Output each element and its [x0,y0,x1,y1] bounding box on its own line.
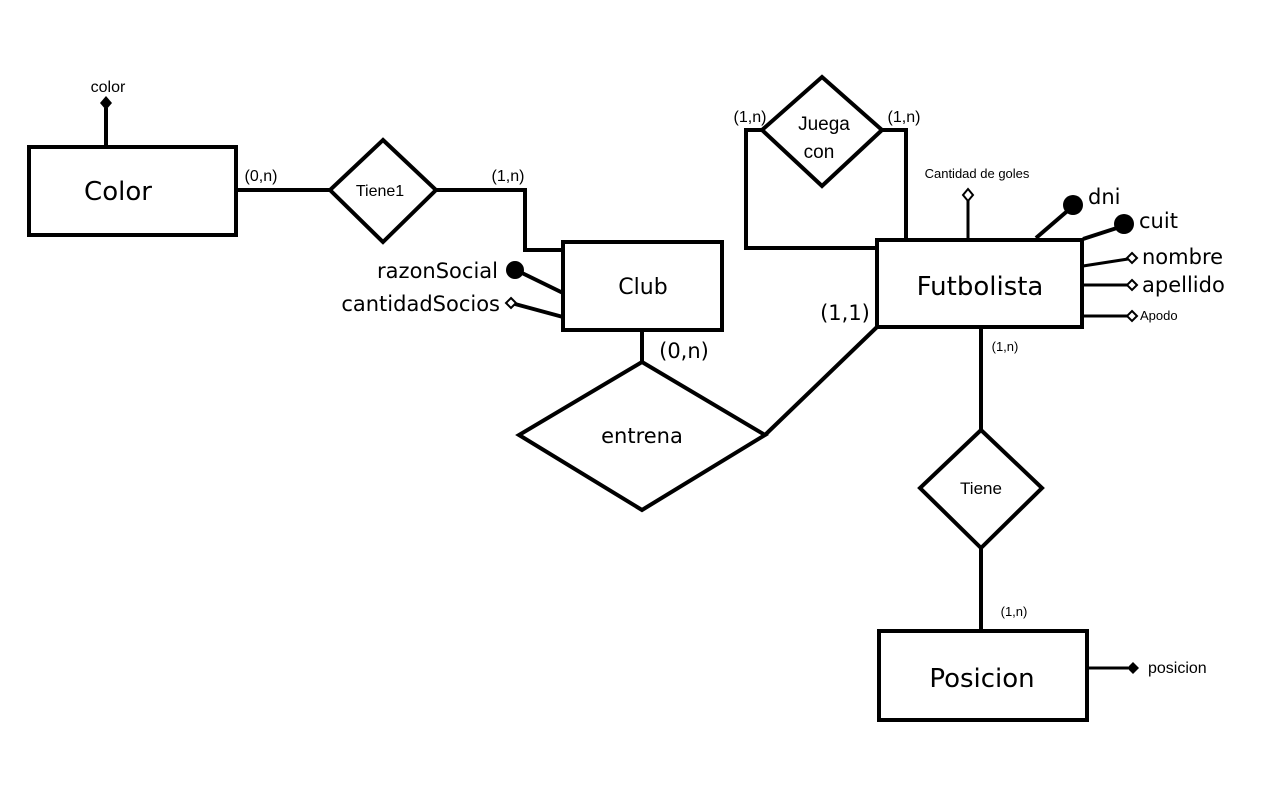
relationship-entrena-label: entrena [601,424,683,448]
card-posicion-tiene: (1,n) [1001,604,1028,619]
attr-color-label: color [91,79,126,96]
entity-posicion-label: Posicion [929,664,1034,694]
relationship-entrena[interactable]: entrena [515,359,769,513]
attr-goles-label: Cantidad de goles [925,166,1030,181]
relationship-tiene-label: Tiene [960,479,1002,498]
attr-posicion-label: posicion [1148,660,1207,677]
entity-futbolista-label: Futbolista [917,272,1044,302]
nombre-marker [1125,251,1139,265]
goles-marker [961,187,975,203]
entrena-futbolista-line [763,325,879,437]
entity-color[interactable]: Color [27,145,238,237]
cantidadsocios-line [514,302,564,319]
entity-posicion[interactable]: Posicion [877,629,1089,722]
relationship-juega-con-label-2: con [804,142,835,163]
apodo-marker [1125,309,1139,323]
entity-futbolista[interactable]: Futbolista [875,238,1084,329]
relationship-juega-con[interactable]: Juega con [759,74,885,189]
dni-key-marker [1063,195,1083,215]
apellido-marker [1125,278,1139,292]
card-color-tiene1: (0,n) [245,168,278,185]
attr-cantidadsocios-label: cantidadSocios [341,292,500,316]
attr-apodo-label: Apodo [1140,308,1178,323]
attr-razonsocial-label: razonSocial [377,259,498,283]
card-futbolista-tiene: (1,n) [992,339,1019,354]
attr-dni-label: dni [1088,185,1120,209]
juega-right-line [882,128,908,240]
cuit-key-marker [1114,214,1134,234]
card-club-entrena: (0,n) [659,339,709,363]
relationship-juega-con-label-1: Juega [798,114,850,135]
dni-line [1034,205,1074,240]
posicion-key-marker [1127,662,1139,674]
attr-cuit-label: cuit [1139,209,1178,233]
entity-club[interactable]: Club [561,240,724,332]
attr-apellido-label: apellido [1142,273,1225,297]
relationship-tiene1[interactable]: Tiene1 [327,137,439,245]
entity-club-label: Club [618,275,667,300]
card-futbolista-entrena: (1,1) [820,301,870,325]
attr-nombre-label: nombre [1142,245,1223,269]
tiene1-club-line [436,188,565,252]
card-juega-left: (1,n) [734,109,767,126]
cantidadsocios-marker [504,296,518,310]
relationship-tiene1-label: Tiene1 [356,183,404,200]
razonsocial-line [519,270,564,295]
relationship-tiene[interactable]: Tiene [917,427,1045,551]
card-tiene1-club: (1,n) [492,168,525,185]
entity-color-label: Color [84,177,152,207]
juega-left-line [744,128,877,250]
razonsocial-key-marker [506,261,524,279]
color-key-marker [100,96,112,110]
card-juega-right: (1,n) [888,109,921,126]
nombre-line [1082,257,1129,268]
